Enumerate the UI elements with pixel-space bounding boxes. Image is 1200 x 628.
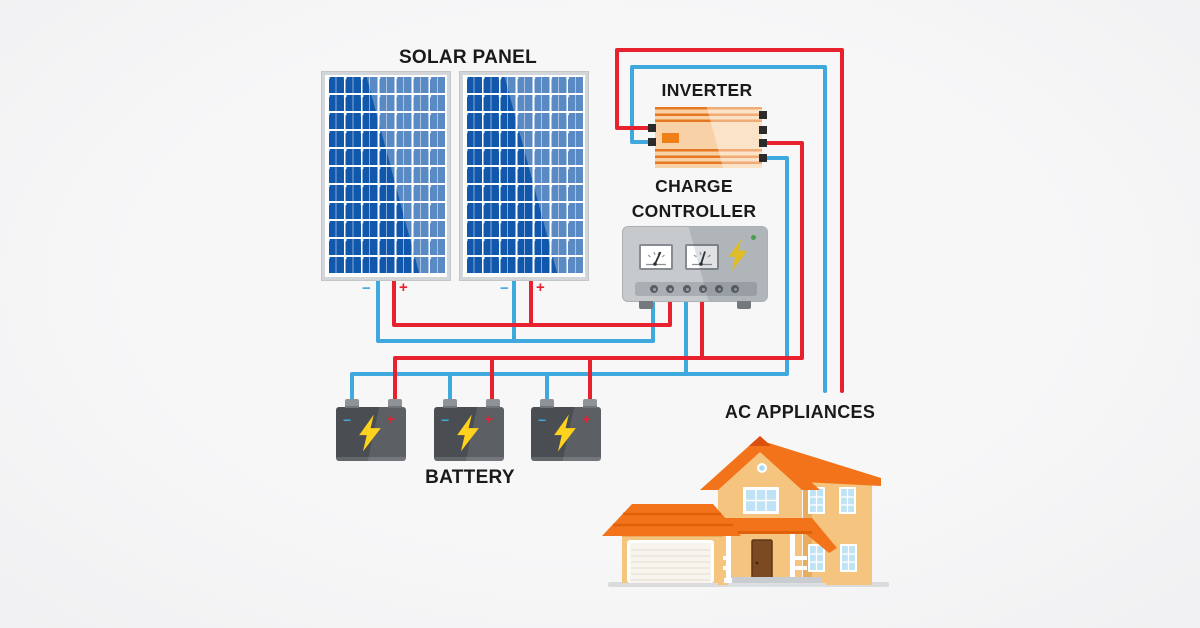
battery-3: − + [531,399,601,461]
label-battery: BATTERY [425,467,515,488]
lightning-bolt-icon [359,414,381,452]
inverter-mid-band [655,126,762,149]
house-door-knob [755,561,759,565]
house-right-roof [759,440,881,486]
inverter-right-terminal-3 [759,139,767,147]
house-window [808,544,825,572]
battery-positive-sign: + [485,411,494,427]
solar-panel-cells [327,77,445,275]
label-charge-controller: CHARGE CONTROLLER [631,176,757,221]
lightning-bolt-icon [457,414,479,452]
battery-positive-sign: + [582,411,591,427]
panel1-negative-sign: − [362,280,371,297]
house-gable-cap [749,436,771,446]
lightning-bolt-icon [554,414,576,452]
battery-terminal-negative [540,399,554,408]
controller-terminal-6 [731,285,739,293]
house-porch-rail [795,566,807,570]
inverter-unit [648,107,767,168]
status-led [751,235,756,240]
inverter-right-terminal-4 [759,154,767,162]
battery-negative-sign: − [343,412,352,428]
panel1-positive-sign: + [399,279,408,296]
charge-controller-unit [622,226,768,309]
label-solar-panel: SOLAR PANEL [398,47,538,68]
house-window [808,487,825,514]
wire-battery-positive-bus [393,141,804,407]
label-inverter: INVERTER [661,80,753,100]
inverter-right-terminal-2 [759,126,767,134]
controller-terminal-5 [715,285,723,293]
house-porch-rail [795,556,807,560]
controller-terminal-2 [666,285,674,293]
ammeter-gauge-icon [685,244,719,270]
battery-terminal-negative [345,399,359,408]
battery-1: − + [336,399,406,461]
controller-terminal-4 [699,285,707,293]
house-porch-roof-edge [714,531,812,534]
controller-terminal-1 [650,285,658,293]
inverter-right-terminal-1 [759,111,767,119]
wire-battery-negative-bus [350,156,789,407]
house-porch-roof-slant [806,518,837,553]
battery-negative-sign: − [538,412,547,428]
label-ac-appliances: AC APPLIANCES [724,402,876,422]
house-door [751,539,773,583]
wire-inverter-to-house-blue [630,65,827,393]
battery-2: − + [434,399,504,461]
lightning-bolt-icon [728,239,748,271]
house-step [732,577,822,583]
controller-foot-left [639,301,653,309]
house-porch-column-base [724,578,733,583]
solar-panel-cells [465,77,583,275]
solar-panel-1 [322,72,450,280]
controller-terminal-3 [683,285,691,293]
battery-positive-sign: + [387,411,396,427]
house-porch-column [790,534,795,582]
wire-inverter-to-house-red [615,48,844,393]
panel2-positive-sign: + [536,279,545,296]
battery-negative-sign: − [441,412,450,428]
house-window [839,487,856,514]
battery-terminal-positive [583,399,597,408]
house-porch-roof [714,518,812,534]
inverter-bottom-fins [655,149,762,168]
inverter-left-terminal-1 [648,124,656,132]
battery-terminal-positive [486,399,500,408]
garage-roof [602,504,741,536]
house-step [728,583,826,587]
voltmeter-gauge-icon [639,244,673,270]
house-window [743,487,779,514]
garage-door [627,540,714,583]
house-attic-window-pane [759,465,765,471]
house-porch-column [726,534,731,582]
garage-roof-ridges [613,512,733,527]
house-window [840,544,857,572]
solar-panel-2 [460,72,588,280]
inverter-top-fins [655,107,762,126]
battery-terminal-negative [443,399,457,408]
house-illustration [602,436,889,587]
inverter-display-chip [662,133,679,143]
controller-terminal-strip [635,282,757,296]
panel2-negative-sign: − [500,280,509,297]
battery-terminal-positive [388,399,402,408]
controller-foot-right [737,301,751,309]
inverter-left-terminal-2 [648,138,656,146]
